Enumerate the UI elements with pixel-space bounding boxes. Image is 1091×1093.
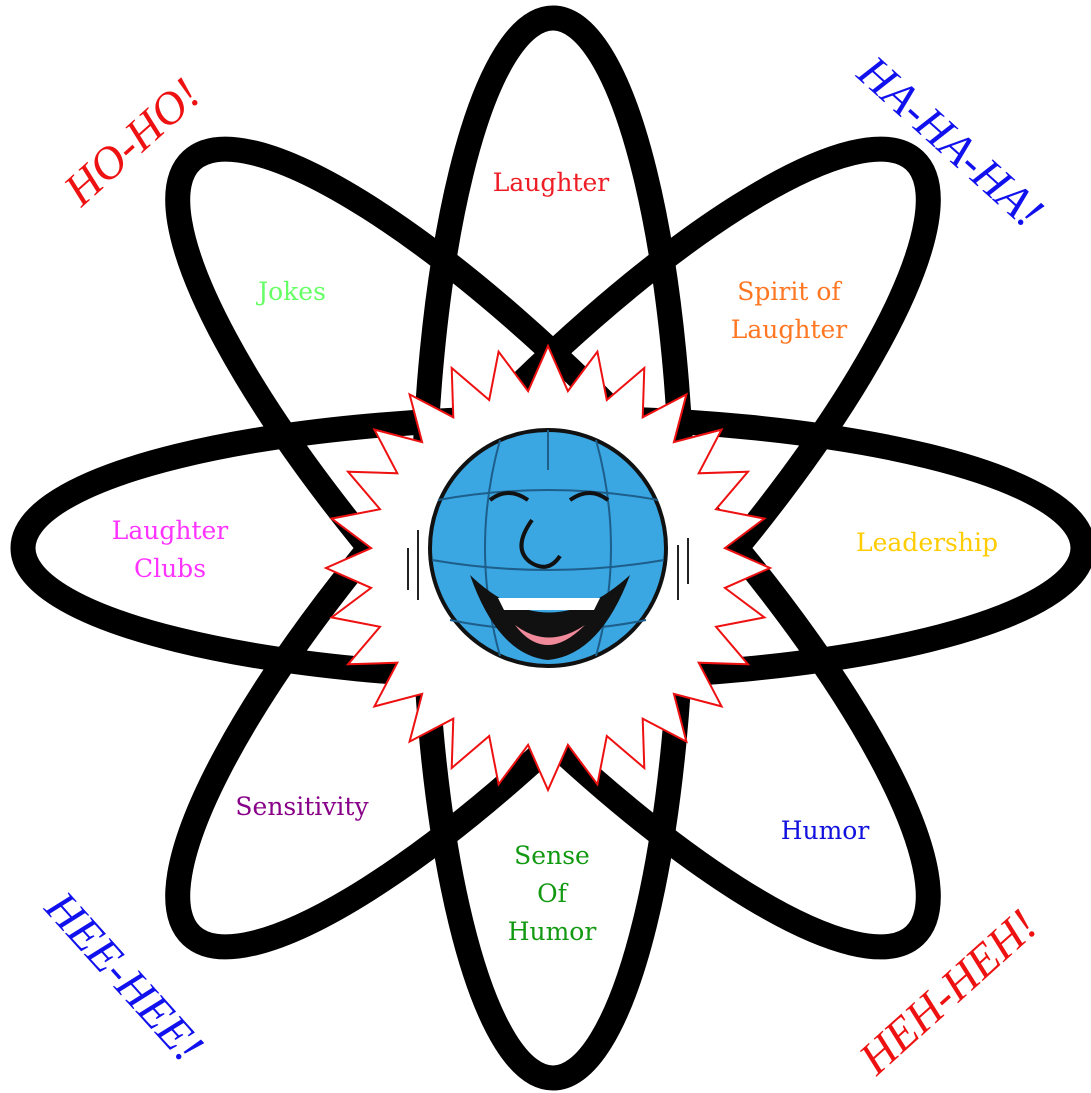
label-sense-of-humor: Sense Of Humor bbox=[508, 837, 597, 951]
label-laughter-clubs: Laughter Clubs bbox=[112, 512, 229, 588]
label-sensitivity: Sensitivity bbox=[235, 788, 368, 826]
label-leadership: Leadership bbox=[856, 524, 998, 562]
label-humor: Humor bbox=[781, 812, 870, 850]
label-laughter: Laughter bbox=[493, 164, 610, 202]
label-jokes: Jokes bbox=[258, 273, 326, 311]
label-spirit-of-laughter: Spirit of Laughter bbox=[731, 273, 848, 349]
